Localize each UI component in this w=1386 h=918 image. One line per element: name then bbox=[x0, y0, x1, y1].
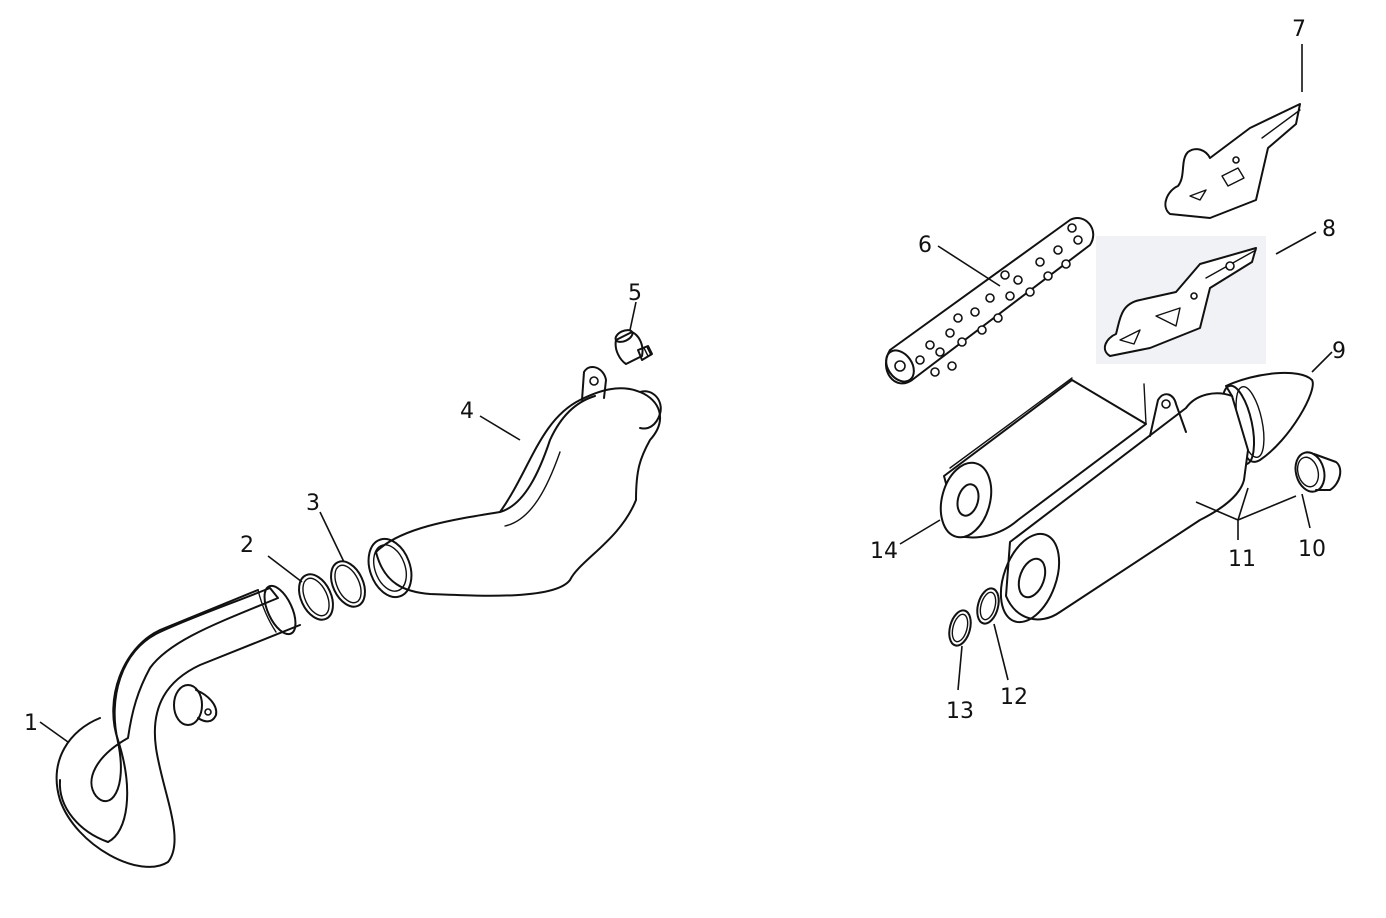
sensor-plug bbox=[614, 329, 653, 365]
callout-1: 1 bbox=[24, 711, 38, 736]
gasket-3 bbox=[330, 560, 366, 608]
leader-1 bbox=[39, 721, 69, 743]
leader-10 bbox=[1301, 493, 1311, 529]
leader-6 bbox=[937, 245, 1001, 287]
bracket-8 bbox=[1096, 236, 1266, 364]
callout-12: 12 bbox=[1000, 685, 1028, 710]
callouts: 1 2 3 4 5 6 7 8 9 10 11 12 13 14 bbox=[24, 17, 1346, 736]
leader-13 bbox=[957, 645, 963, 691]
header-pipe bbox=[55, 584, 301, 868]
leader-2 bbox=[267, 555, 303, 583]
leader-3 bbox=[319, 511, 345, 563]
callout-2: 2 bbox=[240, 533, 254, 558]
gasket-2 bbox=[298, 573, 334, 621]
callout-9: 9 bbox=[1332, 339, 1346, 364]
leader-14 bbox=[899, 519, 941, 545]
callout-5: 5 bbox=[628, 281, 642, 306]
leader-12 bbox=[993, 623, 1009, 681]
leader-8 bbox=[1275, 231, 1317, 255]
callout-6: 6 bbox=[918, 233, 932, 258]
callout-14: 14 bbox=[870, 539, 898, 564]
shield-holes bbox=[915, 223, 1083, 377]
callout-7: 7 bbox=[1292, 17, 1306, 42]
leader-lines bbox=[39, 44, 1333, 743]
mid-pipe bbox=[367, 365, 662, 599]
callout-11: 11 bbox=[1228, 547, 1256, 572]
callout-3: 3 bbox=[306, 491, 320, 516]
end-tip bbox=[1294, 451, 1342, 493]
leader-11b bbox=[1237, 487, 1249, 521]
callout-4: 4 bbox=[460, 399, 474, 424]
gasket-12 bbox=[976, 587, 1000, 625]
leader-11c bbox=[1237, 495, 1297, 521]
callout-8: 8 bbox=[1322, 217, 1336, 242]
callout-13: 13 bbox=[946, 699, 974, 724]
insulation-tube bbox=[939, 377, 1147, 539]
leader-9 bbox=[1311, 351, 1333, 373]
leader-4 bbox=[479, 415, 521, 441]
heat-shield bbox=[884, 217, 1095, 385]
muffler bbox=[999, 383, 1249, 624]
bracket-7 bbox=[1164, 103, 1301, 219]
leader-5 bbox=[629, 301, 637, 331]
leader-11a bbox=[1195, 501, 1239, 521]
gasket-13 bbox=[948, 609, 972, 647]
callout-10: 10 bbox=[1298, 537, 1326, 562]
